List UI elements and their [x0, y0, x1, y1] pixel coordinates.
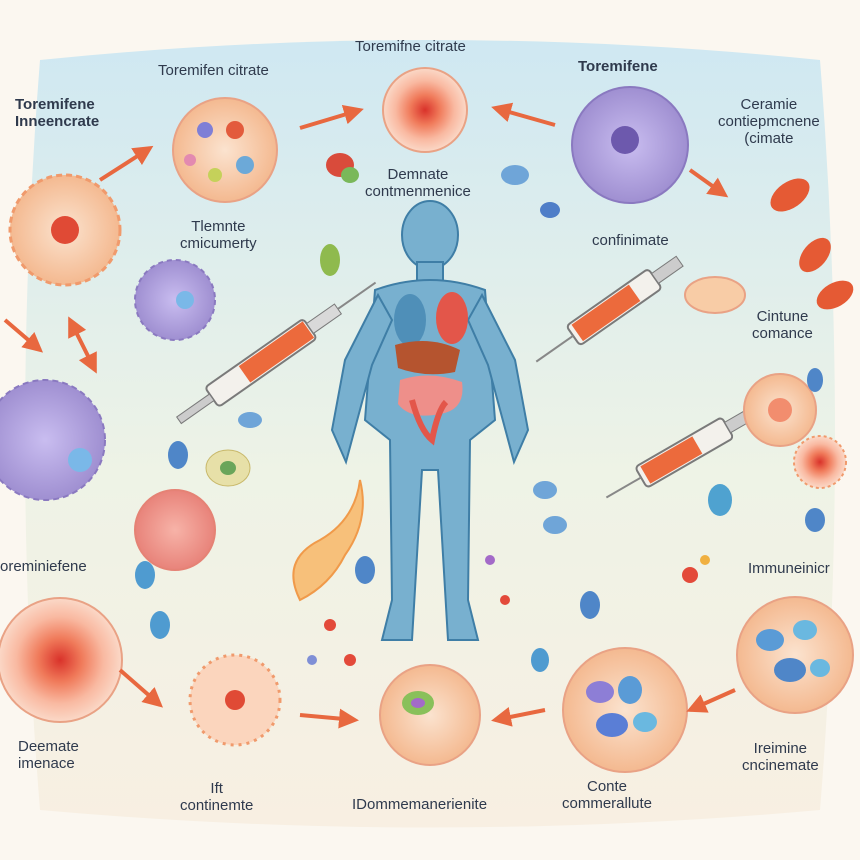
label-bottom-center: IDommemanerienite	[352, 796, 488, 813]
label-right-low: Immuneinicr	[748, 560, 830, 577]
cell-left-purple-large	[0, 379, 106, 501]
cell-bottom-left-spiky	[188, 653, 282, 747]
syringe-right-top	[535, 255, 684, 363]
arrows	[3, 102, 736, 729]
cell-bottom-right	[736, 596, 854, 714]
label-left-low: oreminiefene	[0, 558, 87, 575]
organs	[394, 292, 468, 446]
cell-top-left	[172, 97, 278, 203]
cell-left-purple-small	[134, 259, 216, 341]
label-top-center-left: Toremifen citrate	[158, 62, 269, 79]
label-right-mid: confinimate	[592, 232, 669, 249]
label-top-center: Toremifne citrate	[355, 38, 466, 55]
cell-top-right-purple	[571, 86, 689, 204]
pill-disc	[684, 276, 746, 314]
human-figure	[330, 200, 530, 641]
cell-bottom-center-right	[562, 647, 688, 773]
red-blood-cells	[770, 178, 854, 310]
cell-bottom-center	[379, 664, 481, 766]
cell-left-spiky	[8, 173, 122, 287]
cell-left-pink	[134, 489, 216, 571]
flame-shape	[292, 479, 364, 602]
syringe-right-bottom	[605, 407, 756, 499]
scattered-particles	[135, 153, 825, 672]
cell-right-red-small	[793, 435, 847, 489]
cell-bottom-left-red	[0, 597, 123, 723]
cell-right-mid	[743, 373, 817, 447]
syringe-left	[175, 281, 377, 425]
label-top-right: Toremifene	[578, 58, 658, 75]
cell-top-center	[382, 67, 468, 153]
